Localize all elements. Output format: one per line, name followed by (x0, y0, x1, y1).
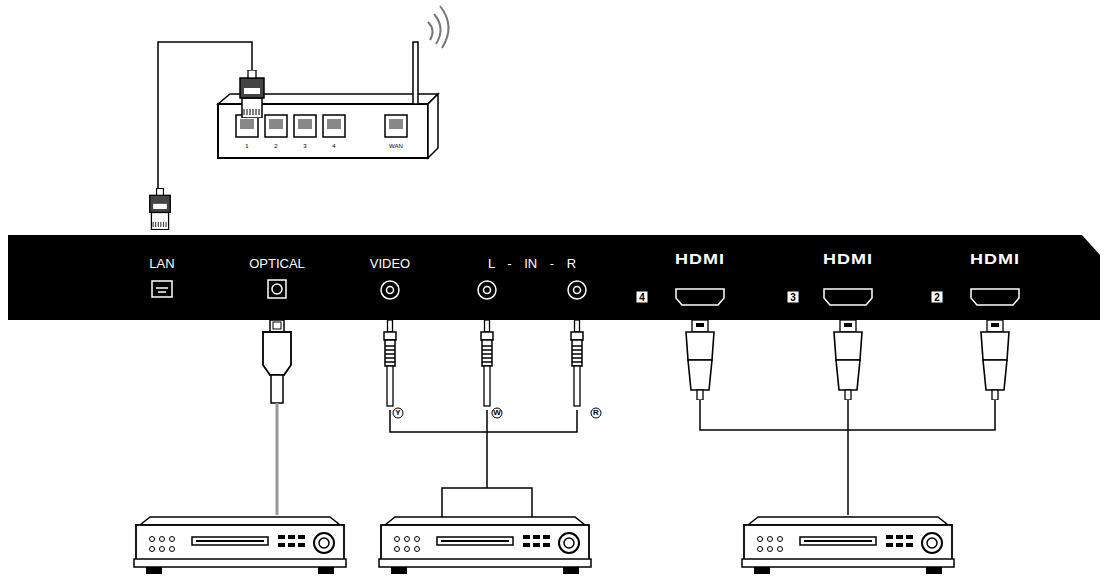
router-port-label: 1 (245, 143, 248, 149)
hdmi-logo: HDMI (970, 252, 1020, 266)
port-number: 2 (932, 292, 943, 303)
tv-panel: LAN OPTICAL VIDEO L - IN - R HDMI 4 HDMI 3 HDMI 2 (8, 235, 1100, 320)
port-number: 4 (637, 292, 648, 303)
port-label: VIDEO (370, 257, 410, 270)
router-port-label: 4 (332, 143, 335, 149)
source-device (742, 517, 954, 574)
router-port-label: 3 (303, 143, 306, 149)
router (218, 6, 449, 158)
plug-color-mark: R (593, 409, 599, 417)
rca-cables (384, 320, 601, 518)
port-label: L - IN - R (488, 257, 576, 270)
router-port-label: WAN (389, 143, 403, 149)
port-number: 3 (788, 292, 799, 303)
tv-panel (8, 235, 1100, 320)
plug-color-mark: Y (395, 409, 400, 417)
panel-ports (152, 280, 1019, 305)
hdmi-cables (686, 320, 1009, 515)
optical-cable (263, 320, 291, 515)
lan-cable (150, 42, 264, 230)
source-device (134, 517, 346, 574)
plug-color-mark: W (493, 409, 501, 417)
port-label: OPTICAL (249, 257, 305, 270)
router-port-label: 2 (274, 143, 277, 149)
port-label: LAN (149, 257, 174, 270)
hdmi-logo: HDMI (823, 252, 873, 266)
source-device (379, 517, 591, 574)
hdmi-logo: HDMI (675, 252, 725, 266)
